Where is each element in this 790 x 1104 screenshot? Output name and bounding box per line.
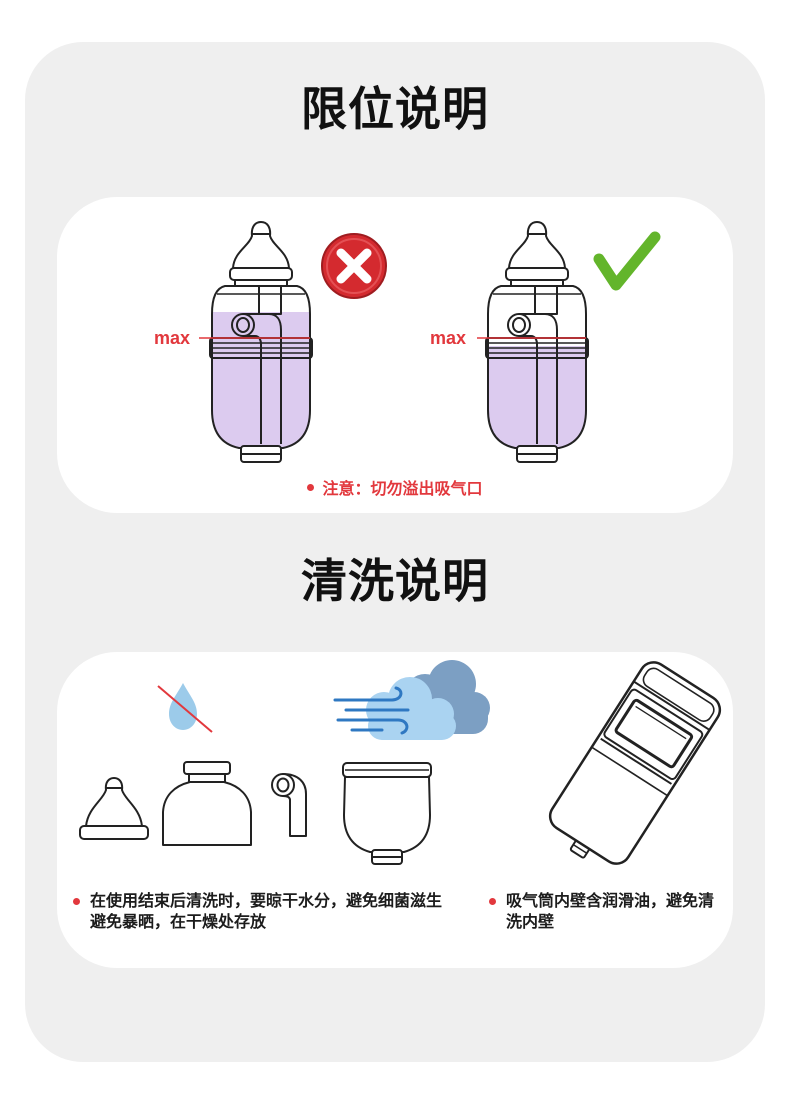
- no-water-drop-icon: [157, 683, 213, 733]
- bullet-dot: [307, 484, 315, 492]
- cleaning-tip-2: 吸气筒内壁含润滑油，避免清 洗内壁: [489, 891, 726, 933]
- bottle-correct: [477, 222, 597, 462]
- warning-note: 注意：切勿溢出吸气口: [0, 480, 790, 500]
- warning-note-text: 注意：切勿溢出吸气口: [322, 481, 483, 498]
- limit-section-title: 限位说明: [301, 83, 489, 135]
- elbow-tube-part: [271, 773, 307, 837]
- bullet-dot: [489, 898, 496, 905]
- bottle-overfilled: [201, 222, 321, 462]
- nozzle-part: [79, 777, 149, 840]
- max-label: max: [154, 328, 190, 348]
- check-icon: [593, 231, 661, 291]
- cleaning-tip-2-line-1: 吸气筒内壁含润滑油，避免清: [506, 893, 715, 910]
- cleaning-tip-1-line-2: 避免暴晒，在干燥处存放: [90, 914, 267, 931]
- limit-card: [57, 197, 733, 513]
- cleaning-tip-2-line-2: 洗内壁: [506, 914, 555, 931]
- cleaning-tip-1-line-1: 在使用结束后清洗时，要晾干水分，避免细菌滋生: [90, 893, 443, 910]
- cup-body-part: [162, 761, 252, 846]
- max-label: max: [430, 328, 466, 348]
- cleaning-section-title: 清洗说明: [301, 555, 489, 607]
- bullet-dot: [73, 898, 80, 905]
- wind-cloud-icon: [333, 660, 490, 740]
- container-part: [342, 762, 432, 865]
- suction-cylinder-device: [548, 661, 722, 865]
- cleaning-tip-1: 在使用结束后清洗时，要晾干水分，避免细菌滋生 避免暴晒，在干燥处存放: [73, 891, 470, 933]
- cross-icon: [321, 233, 387, 299]
